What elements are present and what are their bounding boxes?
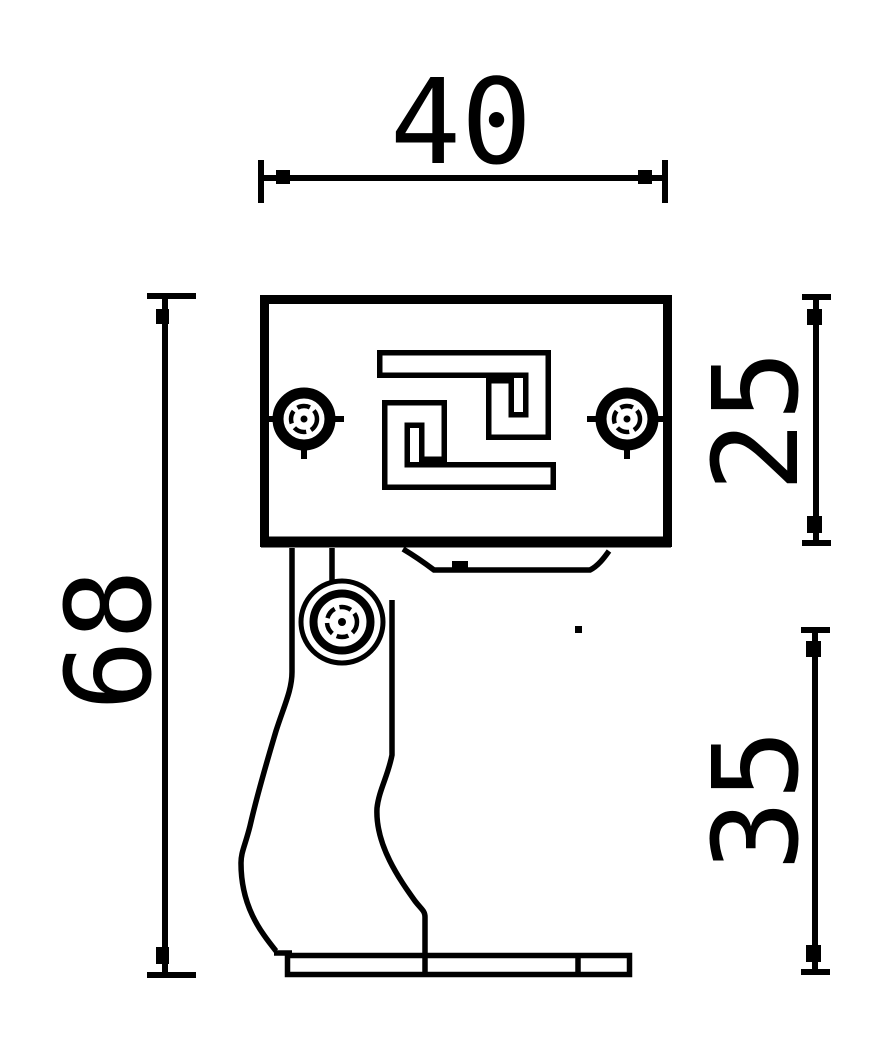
dim-marker-35-bottom	[806, 945, 821, 962]
logo-core-lower-hook	[387, 405, 551, 485]
screw-hole-left-center-dot	[300, 415, 308, 423]
dim-marker-40-right	[638, 170, 652, 184]
dimension-top-width: 40	[258, 53, 668, 203]
screw-hole-right-outer-ring	[595, 387, 659, 451]
dimension-left-total-height: 68	[40, 293, 196, 978]
dim-marker-25-bottom	[807, 516, 822, 533]
pivot-boss	[298, 578, 386, 666]
dim-marker-35-top	[806, 641, 821, 657]
dim-marker-68-top	[156, 309, 169, 324]
dim-value-left-total-height: 68	[40, 569, 178, 711]
bracket-ledge-notch	[452, 561, 468, 569]
screw-hole-left	[264, 387, 344, 459]
dim-value-right-plate-height: 25	[687, 350, 825, 492]
bracket-ledge	[401, 546, 612, 573]
dim-marker-68-bottom	[156, 947, 169, 964]
dim-marker-40-left	[276, 170, 290, 184]
dimension-right-lower-height: 35	[687, 627, 830, 975]
logo-core-upper-hook	[382, 355, 546, 435]
screw-hole-left-inner-circle	[288, 403, 320, 435]
pivot-outer-circle	[298, 578, 386, 666]
logo-emblem	[377, 350, 556, 490]
dim-value-right-lower-height: 35	[687, 729, 825, 871]
base-plate	[274, 950, 633, 978]
bracket-arm	[238, 546, 612, 975]
pivot-inner-circle	[324, 604, 360, 640]
mounting-plate	[260, 295, 672, 548]
screw-hole-right-center-dot	[623, 415, 631, 423]
stray-point	[575, 626, 582, 633]
dimension-right-plate-height: 25	[687, 294, 831, 546]
base-outline	[284, 952, 633, 978]
dim-marker-25-top	[807, 309, 822, 325]
screw-hole-right	[587, 387, 671, 459]
pivot-center-dot	[338, 618, 346, 626]
bracket-right-contour	[374, 600, 428, 975]
screw-hole-left-outer-ring	[272, 387, 336, 451]
bracket-left-contour	[238, 548, 295, 953]
pivot-middle-ring	[309, 589, 375, 655]
dim-value-top-width: 40	[390, 53, 532, 191]
screw-hole-right-inner-circle	[611, 403, 643, 435]
